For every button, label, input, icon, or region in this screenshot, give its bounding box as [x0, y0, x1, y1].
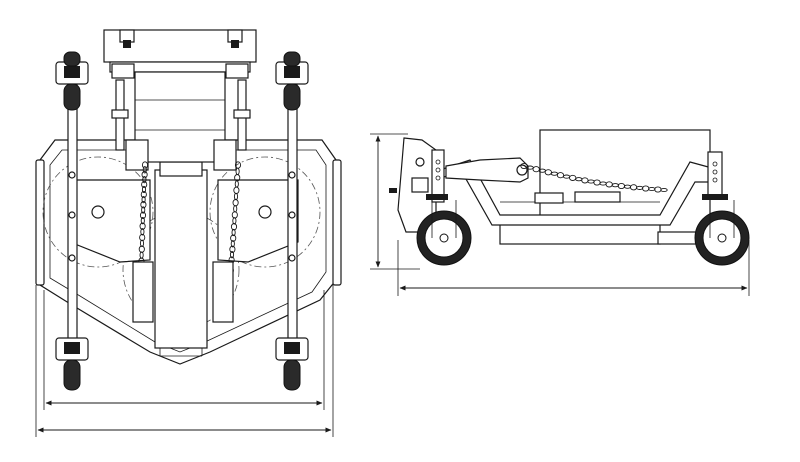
- side-view-length-dimension: [397, 240, 750, 296]
- side-rear-wheel: [694, 200, 750, 266]
- top-view-inner-width-dimension: [43, 290, 325, 410]
- caster-wheel-front-left: [55, 51, 89, 111]
- left-caster-arm: [67, 79, 78, 343]
- side-chain: [520, 162, 668, 193]
- caster-wheel-rear-right: [275, 337, 309, 391]
- top-view: [35, 29, 342, 437]
- caster-wheel-rear-left: [55, 337, 89, 391]
- caster-wheel-front-right: [275, 51, 309, 111]
- right-blade-circle: [209, 156, 321, 268]
- right-side-guard: [332, 159, 342, 286]
- side-lift-cylinder: [445, 157, 529, 183]
- right-caster-arm: [287, 79, 298, 343]
- side-view-height-dimension: [370, 133, 420, 270]
- side-front-wheel: [416, 200, 472, 266]
- left-blade-circle: [42, 156, 154, 268]
- left-spindle-hole: [91, 205, 105, 219]
- top-view-overall-width-dimension: [35, 285, 334, 437]
- belt-housing: [154, 169, 208, 349]
- hitch-clamp-left: [111, 29, 135, 79]
- left-side-guard: [35, 159, 45, 286]
- side-view: [370, 129, 750, 296]
- hitch-clamp-right: [225, 29, 249, 79]
- belt-housing-top: [159, 161, 203, 177]
- right-spindle-hole: [258, 205, 272, 219]
